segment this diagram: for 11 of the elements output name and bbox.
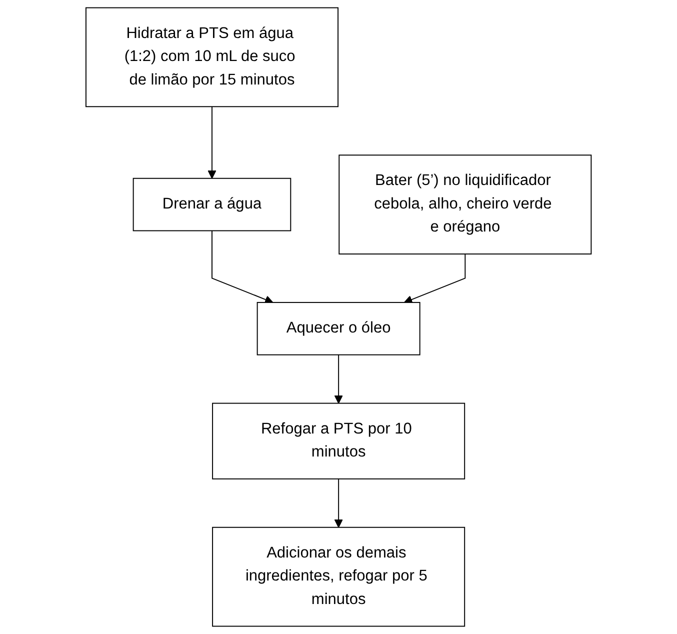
node-box: Drenar a água: [132, 178, 292, 232]
node-box: Aquecer o óleo: [256, 302, 420, 356]
arrow: [404, 254, 466, 304]
arrow: [208, 106, 216, 179]
arrow: [334, 354, 343, 404]
arrow: [211, 230, 274, 304]
arrow: [334, 478, 343, 528]
node-box: Refogar a PTS por 10 minutos: [212, 402, 465, 480]
node-box: Adicionar os demais ingredientes, refogar por 5 minutos: [212, 526, 465, 627]
node-box: Hidratar a PTS em água (1:2) com 10 mL de suco de limão por 15 minutos: [85, 7, 338, 108]
node-box: Bater (5’) no liquidificador cebola, alho, cheiro verde e orégano: [338, 154, 592, 254]
